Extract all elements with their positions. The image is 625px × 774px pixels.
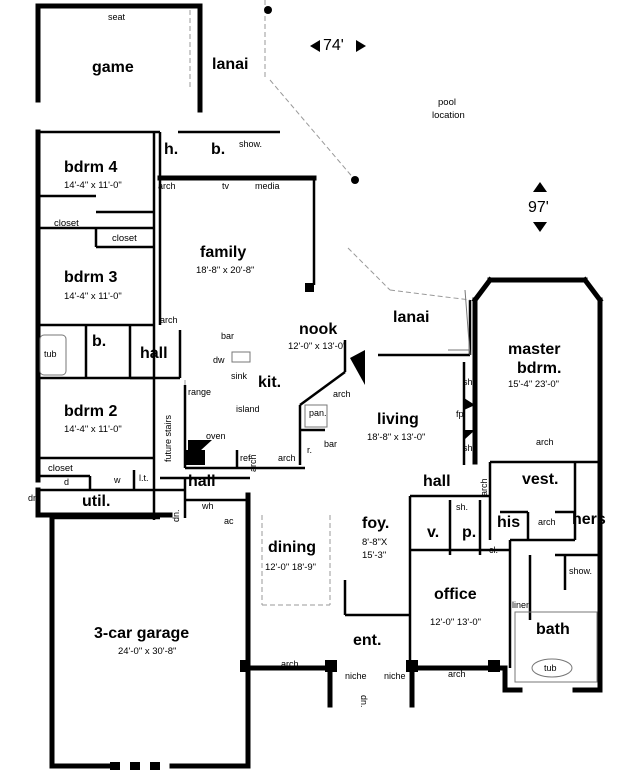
closet3-label: closet <box>48 463 73 474</box>
ac-label: ac <box>224 516 234 526</box>
his-label: his <box>497 514 521 531</box>
bdrm3-label: bdrm 3 <box>64 269 118 286</box>
linen-label: linen <box>512 600 532 610</box>
niche1-label: niche <box>345 671 367 681</box>
cl-label: cl. <box>489 545 498 555</box>
show-label: show. <box>569 566 593 576</box>
arch-label: arch <box>160 315 178 325</box>
hall2-label: hall <box>188 473 216 490</box>
dining-size: 12'-0" 18'-9" <box>265 562 317 573</box>
tv-label: tv <box>222 181 230 191</box>
arch-label: arch <box>536 437 554 447</box>
foyer-size-2: 15'-3" <box>362 550 387 561</box>
dimension-arrows <box>310 40 547 232</box>
pantry-label: pan. <box>309 408 327 418</box>
hers-label: hers <box>572 511 606 528</box>
bdrm3-size: 14'-4" x 11'-0" <box>64 291 122 302</box>
closet2-label: closet <box>112 233 137 244</box>
oven-label: oven <box>206 431 226 441</box>
powder-label: p. <box>462 524 477 541</box>
dashed-lines <box>184 0 471 606</box>
office-label: office <box>434 586 477 603</box>
arch-label: arch <box>448 669 466 679</box>
util-label: util. <box>82 493 111 510</box>
dn1-label: dn. <box>28 493 41 503</box>
master-bath-label: bath <box>536 621 570 638</box>
dining-label: dining <box>268 539 316 556</box>
nook-size: 12'-0" x 13'-0" <box>288 341 347 352</box>
interior-walls <box>38 130 600 668</box>
hall3-label: hall <box>423 473 451 490</box>
hall1-label: hall <box>140 345 168 362</box>
width-dimension: 74' <box>323 37 344 54</box>
arch-label: arch <box>248 454 258 472</box>
arch-label: arch <box>538 517 556 527</box>
arch-label: arch <box>278 453 296 463</box>
game-seat-label: seat <box>108 12 126 22</box>
pool-label: pool <box>438 97 456 108</box>
dn2-label: dn. <box>171 509 181 522</box>
lanai-top-label: lanai <box>212 56 249 73</box>
dryer-label: d <box>64 477 70 487</box>
living-size: 18'-8" x 13'-0" <box>367 432 426 443</box>
dark-elements <box>110 6 500 770</box>
dn3-label: dn. <box>359 695 369 708</box>
r-label: r. <box>307 445 313 455</box>
wh-label: wh <box>202 501 214 511</box>
bath-b-top-label: b. <box>211 141 226 158</box>
garage-size: 24'-0" x 30'-8" <box>118 646 177 657</box>
office-size: 12'-0" 13'-0" <box>430 617 482 628</box>
kitchen-label: kit. <box>258 374 282 391</box>
fp-label: fp <box>456 409 464 419</box>
washer-label: w <box>114 475 121 485</box>
arch-label: arch <box>281 659 299 669</box>
master-size: 15'-4" 23'-0" <box>508 379 560 390</box>
ref-label: ref <box>240 453 251 463</box>
sink-label: sink <box>231 371 248 381</box>
closet1-label: closet <box>54 218 79 229</box>
bdrm4-size: 14'-4" x 11'-0" <box>64 180 122 191</box>
master-tub-label: tub <box>544 663 557 673</box>
entry-label: ent. <box>353 632 382 649</box>
media-label: media <box>255 181 280 191</box>
bath-v-label: v. <box>427 524 440 541</box>
arch-label: arch <box>479 478 489 496</box>
bar2-label: bar <box>324 439 338 449</box>
shower-top-label: show. <box>239 139 263 149</box>
master-label-2: bdrm. <box>517 360 562 377</box>
lanai-mid-label: lanai <box>393 309 430 326</box>
dw-label: dw <box>213 355 225 365</box>
range-label: range <box>188 387 212 397</box>
game-room-label: game <box>92 59 134 76</box>
arch-label: arch <box>333 389 351 399</box>
living-label: living <box>377 411 419 428</box>
foyer-size-1: 8'-8"X <box>362 537 388 548</box>
fixtures <box>39 289 598 683</box>
nook-label: nook <box>299 321 338 338</box>
laundry-tub-label: l.t. <box>139 473 149 483</box>
powder-sh-label: sh. <box>456 502 469 512</box>
foyer-label: foy. <box>362 515 390 532</box>
depth-dimension: 97' <box>528 199 549 216</box>
future-stairs-label: future stairs <box>163 414 173 462</box>
sh2-label: sh <box>463 443 473 453</box>
bar-label: bar <box>221 331 235 341</box>
family-size: 18'-8" x 20'-8" <box>196 265 255 276</box>
niche2-label: niche <box>384 671 406 681</box>
island-label: island <box>236 404 260 414</box>
bdrm2-size: 14'-4" x 11'-0" <box>64 424 122 435</box>
family-label: family <box>200 244 247 261</box>
bath-h-label: h. <box>164 141 179 158</box>
pool-location-label: location <box>432 110 465 121</box>
vest-label: vest. <box>522 471 559 488</box>
garage-label: 3-car garage <box>94 625 190 642</box>
tub-label: tub <box>44 349 57 359</box>
sh1-label: sh <box>463 377 473 387</box>
master-label-1: master <box>508 341 561 358</box>
bath-b-mid-label: b. <box>92 333 107 350</box>
bdrm4-label: bdrm 4 <box>64 159 118 176</box>
bdrm2-label: bdrm 2 <box>64 403 118 420</box>
arch-label: arch <box>158 181 176 191</box>
